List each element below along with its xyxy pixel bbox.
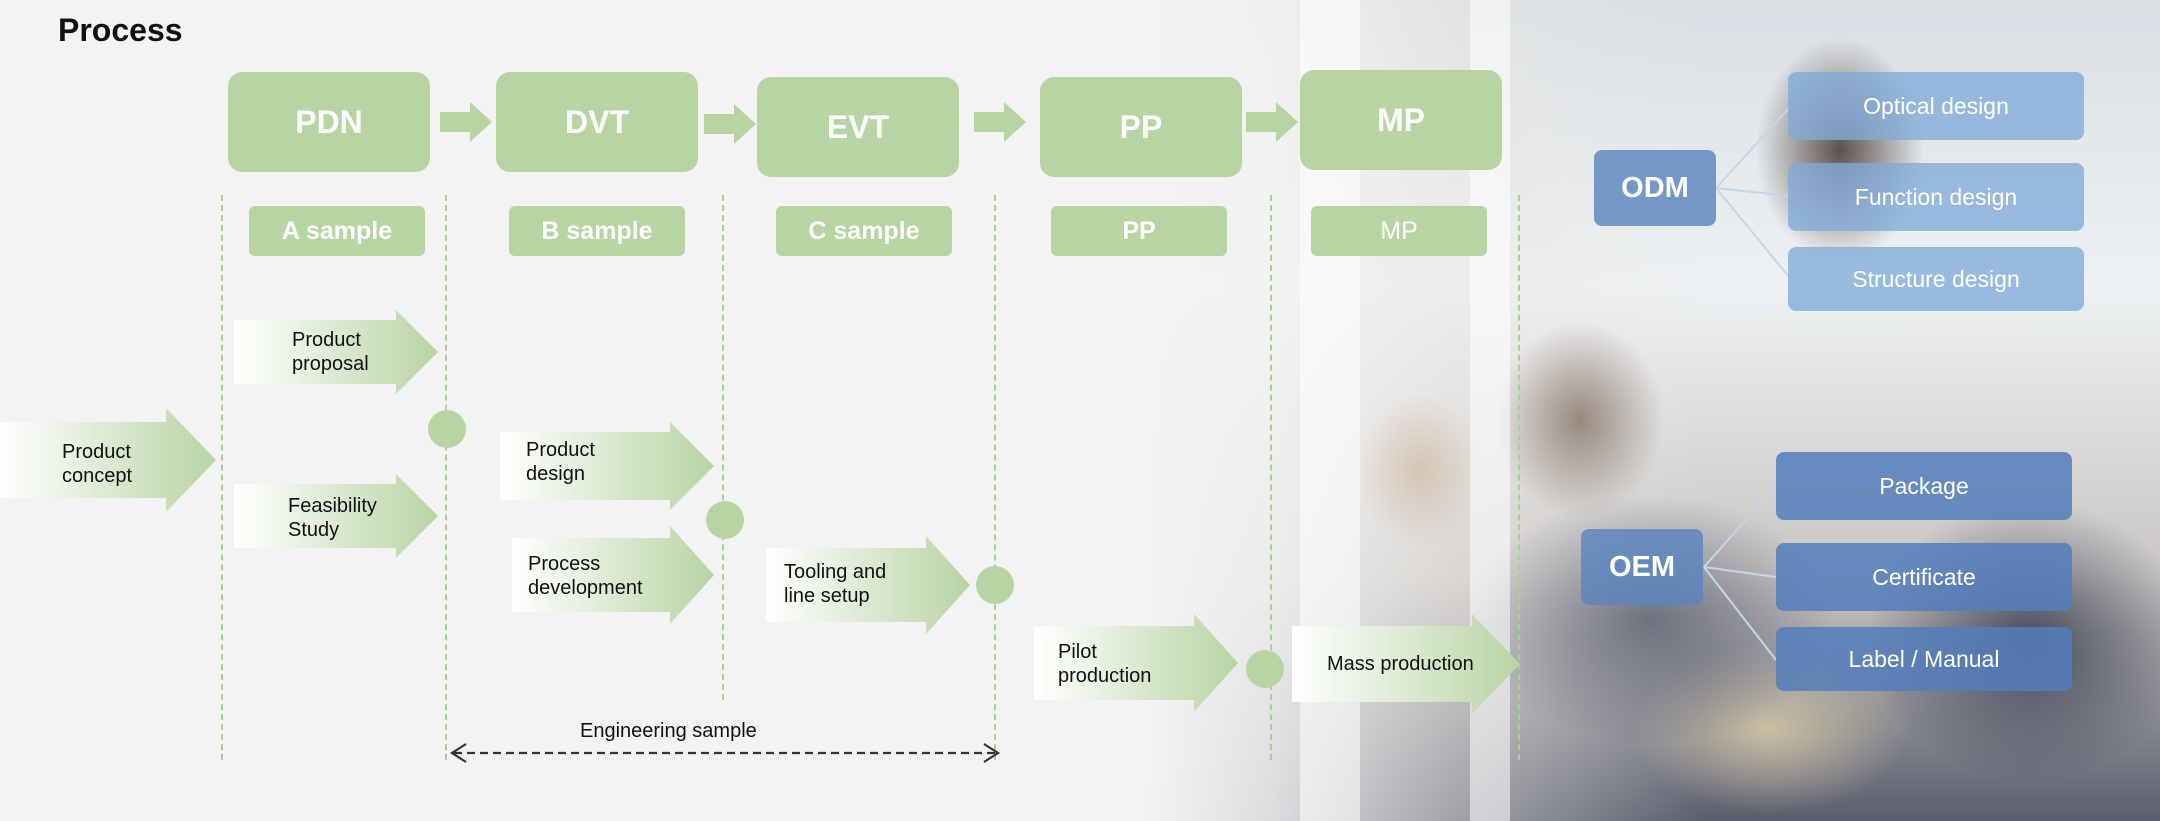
- task-feasibility-study: Feasibility Study: [234, 474, 438, 558]
- stage-divider: [221, 195, 223, 760]
- task-label: Product design: [526, 439, 595, 485]
- stage-arrow-icon: [974, 102, 1026, 142]
- task-label: Mass production: [1327, 653, 1474, 675]
- stage-evt: EVT: [757, 77, 959, 177]
- milestone-dot: [976, 566, 1014, 604]
- engineering-sample-label: Engineering sample: [580, 720, 757, 742]
- task-product-design: Product design: [500, 422, 714, 510]
- task-label: Pilot production: [1058, 641, 1152, 687]
- task-product-proposal: Product proposal: [234, 310, 438, 394]
- stage-divider: [722, 195, 724, 700]
- sample-c: C sample: [776, 206, 952, 256]
- task-label: Process development: [528, 553, 643, 599]
- sample-a: A sample: [249, 206, 425, 256]
- page-title: Process: [58, 12, 183, 48]
- odm-box: ODM: [1594, 150, 1716, 226]
- stage-pp: PP: [1040, 77, 1242, 177]
- stage-divider: [1518, 195, 1520, 760]
- stage-arrow-icon: [440, 102, 492, 142]
- task-label: Product concept: [62, 441, 133, 487]
- milestone-dot: [706, 501, 744, 539]
- odm-function-design: Function design: [1788, 163, 2084, 231]
- stage-mp: MP: [1300, 70, 1502, 170]
- stage-dvt: DVT: [496, 72, 698, 172]
- stage-arrow-icon: [704, 104, 756, 144]
- stage-divider: [445, 195, 447, 760]
- stage-pdn: PDN: [228, 72, 430, 172]
- task-product-concept: Product concept: [0, 408, 216, 512]
- stage-arrow-icon: [1246, 102, 1298, 142]
- stage-divider: [994, 195, 996, 760]
- oem-package: Package: [1776, 452, 2072, 520]
- stage-divider: [1270, 195, 1272, 760]
- engineering-sample-span-arrow: [448, 738, 1002, 773]
- odm-structure-design: Structure design: [1788, 247, 2084, 311]
- task-mass-production: Mass production: [1292, 614, 1520, 714]
- task-label: Tooling and line setup: [784, 561, 887, 607]
- task-label: Product proposal: [292, 329, 369, 375]
- milestone-dot: [1246, 650, 1284, 688]
- task-label: Feasibility Study: [288, 495, 377, 541]
- milestone-dot: [428, 410, 466, 448]
- oem-box: OEM: [1581, 529, 1703, 605]
- sample-b: B sample: [509, 206, 685, 256]
- sample-mp: MP: [1311, 206, 1487, 256]
- odm-optical-design: Optical design: [1788, 72, 2084, 140]
- oem-certificate: Certificate: [1776, 543, 2072, 611]
- sample-pp: PP: [1051, 206, 1227, 256]
- task-pilot-production: Pilot production: [1034, 614, 1238, 712]
- oem-label-manual: Label / Manual: [1776, 627, 2072, 691]
- task-tooling-line-setup: Tooling and line setup: [766, 536, 970, 634]
- task-process-development: Process development: [512, 526, 714, 624]
